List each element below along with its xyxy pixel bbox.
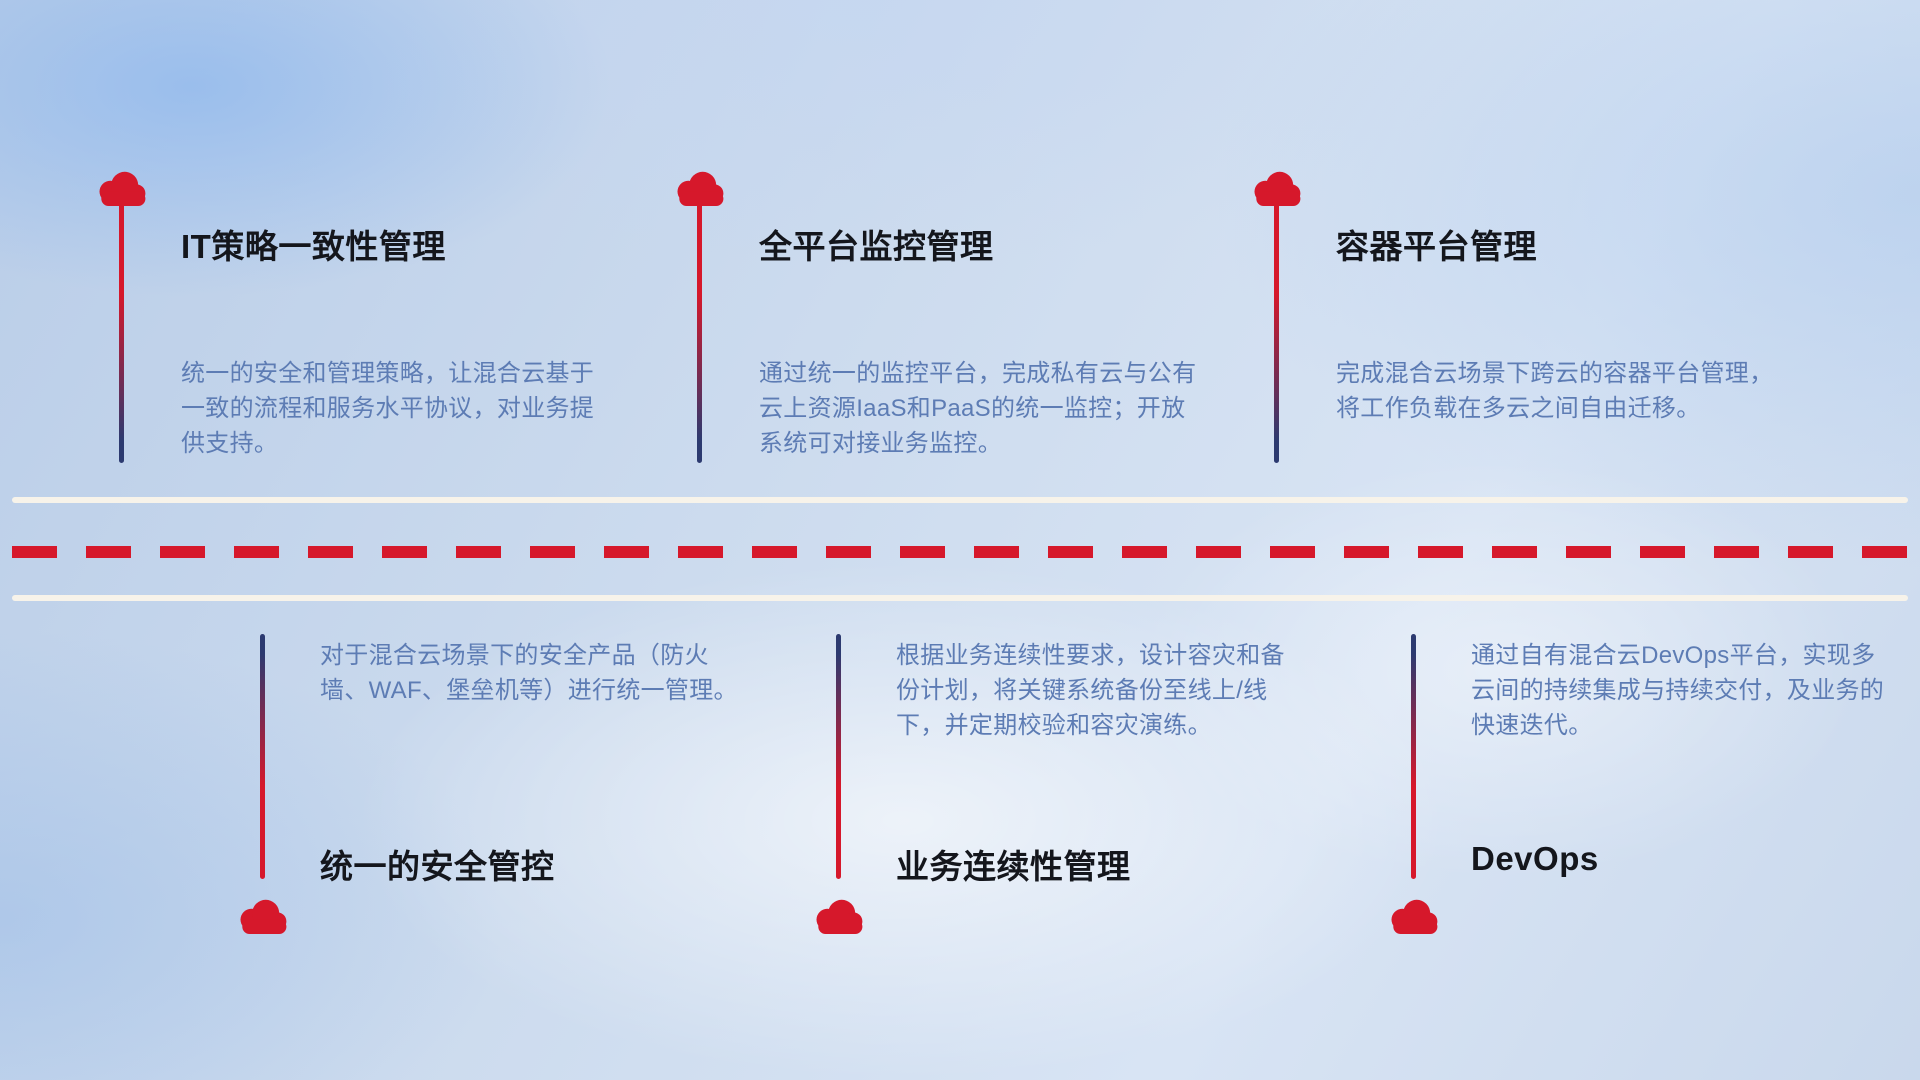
timeline-item-security-control: 对于混合云场景下的安全产品（防火墙、WAF、堡垒机等）进行统一管理。 统一的安全…	[236, 634, 738, 944]
connector-line	[836, 634, 841, 879]
road-line-top	[12, 497, 1908, 503]
item-description: 对于混合云场景下的安全产品（防火墙、WAF、堡垒机等）进行统一管理。	[320, 642, 738, 704]
item-title: 全平台监控管理	[759, 228, 994, 265]
item-title: DevOps	[1471, 840, 1599, 877]
item-title: IT策略一致性管理	[181, 228, 446, 265]
timeline-item-container-platform: 容器平台管理 完成混合云场景下跨云的容器平台管理，将工作负载在多云之间自由迁移。	[1250, 168, 1773, 498]
item-title: 业务连续性管理	[896, 848, 1131, 885]
item-title: 统一的安全管控	[320, 848, 555, 885]
cloud-icon	[236, 896, 290, 936]
timeline-item-monitoring: 全平台监控管理 通过统一的监控平台，完成私有云与公有云上资源IaaS和PaaS的…	[673, 168, 1196, 498]
connector-line	[697, 190, 702, 463]
timeline-item-business-continuity: 根据业务连续性要求，设计容灾和备份计划，将关键系统备份至线上/线下，并定期校验和…	[812, 634, 1292, 944]
connector-line	[260, 634, 265, 879]
cloud-icon	[1387, 896, 1441, 936]
item-description: 通过自有混合云DevOps平台，实现多云间的持续集成与持续交付，及业务的快速迭代…	[1471, 642, 1885, 739]
item-description: 完成混合云场景下跨云的容器平台管理，将工作负载在多云之间自由迁移。	[1336, 360, 1774, 422]
item-description: 根据业务连续性要求，设计容灾和备份计划，将关键系统备份至线上/线下，并定期校验和…	[896, 642, 1285, 739]
cloud-icon	[673, 168, 727, 208]
item-description: 统一的安全和管理策略，让混合云基于一致的流程和服务水平协议，对业务提供支持。	[181, 360, 595, 457]
timeline-item-devops: 通过自有混合云DevOps平台，实现多云间的持续集成与持续交付，及业务的快速迭代…	[1387, 634, 1884, 944]
road-dashed-centerline	[12, 546, 1908, 558]
cloud-icon	[812, 896, 866, 936]
connector-line	[1274, 190, 1279, 463]
connector-line	[119, 190, 124, 463]
item-description: 通过统一的监控平台，完成私有云与公有云上资源IaaS和PaaS的统一监控；开放系…	[759, 360, 1197, 457]
timeline-item-it-policy: IT策略一致性管理 统一的安全和管理策略，让混合云基于一致的流程和服务水平协议，…	[95, 168, 594, 498]
item-title: 容器平台管理	[1336, 228, 1537, 265]
road-line-bottom	[12, 595, 1908, 601]
connector-line	[1411, 634, 1416, 879]
